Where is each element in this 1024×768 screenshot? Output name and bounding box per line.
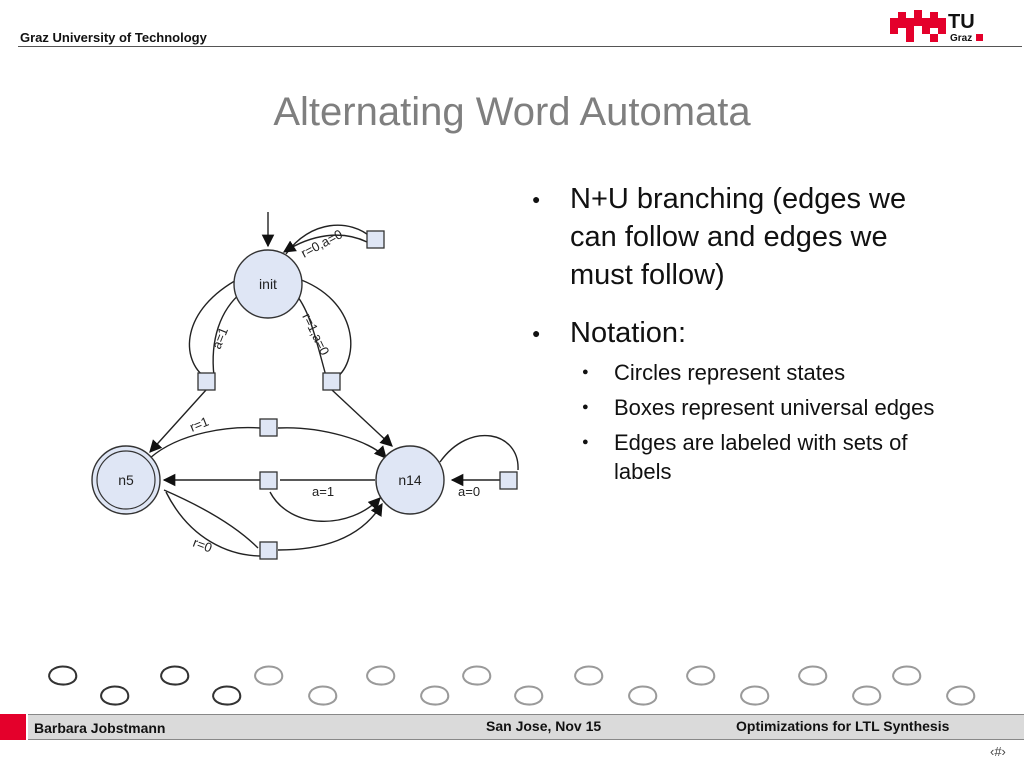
- subbullet-edges: ● Edges are labeled with sets of labels: [582, 428, 944, 486]
- box-init-self: [366, 230, 385, 249]
- footprint-icon: [628, 685, 658, 706]
- state-n14: [375, 445, 445, 515]
- subbullet-circles: ● Circles represent states: [582, 358, 944, 387]
- footprint-icon: [462, 665, 492, 686]
- subbullet-circles-text: Circles represent states: [614, 360, 846, 385]
- footprint-icon: [212, 685, 242, 706]
- footprint-icon: [160, 665, 190, 686]
- footprint-icon: [48, 665, 78, 686]
- label-init-self: r=0,a=0: [298, 226, 345, 260]
- box-n14-self: [499, 471, 518, 490]
- label-init-to-n14: r=1,a=0: [299, 311, 332, 358]
- state-n5-label: n5: [118, 472, 134, 488]
- header-divider: [18, 46, 1022, 47]
- footer-place-date: San Jose, Nov 15: [486, 718, 602, 734]
- subbullet-boxes: ● Boxes represent universal edges: [582, 393, 944, 422]
- bullet-list: ● N+U branching (edges we can follow and…: [532, 180, 952, 492]
- edge-n5-to-n14: [149, 426, 261, 459]
- logo-graz-text: Graz: [950, 33, 972, 44]
- bullet-notation-text: Notation:: [570, 317, 687, 349]
- footprint-icon: [514, 685, 544, 706]
- label-n5-bottom: r=0: [191, 535, 214, 556]
- footprint-icon: [254, 665, 284, 686]
- slide-title: Alternating Word Automata: [273, 90, 751, 134]
- footer-talk-title: Optimizations for LTL Synthesis: [736, 718, 950, 734]
- footprint-icon: [852, 685, 882, 706]
- edge-init-to-n14: [295, 277, 352, 379]
- tu-graz-logo: TU Graz: [890, 10, 983, 44]
- institution-name: Graz University of Technology: [20, 30, 207, 45]
- bullet-dot-icon: ●: [532, 191, 541, 207]
- state-n5: [91, 445, 161, 515]
- label-init-to-n5: a=1: [209, 325, 231, 351]
- edge-n5-bottom: [163, 489, 259, 549]
- automaton-diagram: init n5 n14 r=0,a=0 a=1 r=1,a=0 r=1 a=1 …: [91, 212, 519, 560]
- footer-accent: [0, 714, 26, 740]
- edge-n14-self: [439, 434, 519, 471]
- footprints-decoration: [48, 665, 976, 706]
- footprint-icon: [420, 685, 450, 706]
- footprint-icon: [308, 685, 338, 706]
- state-init: [233, 249, 303, 319]
- footprint-icon: [892, 665, 922, 686]
- footprint-icon: [686, 665, 716, 686]
- subbullet-dot-icon: ●: [582, 401, 589, 413]
- box-right: [322, 372, 341, 391]
- footprint-icon: [574, 665, 604, 686]
- state-n14-label: n14: [398, 472, 422, 488]
- footer-bar: [28, 714, 1024, 740]
- label-n14-self: a=0: [458, 484, 480, 499]
- subbullet-edges-text: Edges are labeled with sets of labels: [614, 430, 908, 484]
- footprint-icon: [366, 665, 396, 686]
- footer-author: Barbara Jobstmann: [34, 720, 166, 736]
- footprint-icon: [946, 685, 976, 706]
- box-left: [197, 372, 216, 391]
- box-top-middle: [259, 418, 278, 437]
- bullet-branching-text: N+U branching (edges we can follow and e…: [570, 183, 907, 291]
- page-number: ‹#›: [990, 744, 1006, 759]
- edge-init-to-n5: [188, 277, 241, 379]
- subbullet-dot-icon: ●: [582, 436, 589, 448]
- logo-tu-text: TU: [948, 11, 975, 33]
- state-init-label: init: [259, 276, 277, 292]
- subbullet-boxes-text: Boxes represent universal edges: [614, 395, 935, 420]
- footprint-icon: [798, 665, 828, 686]
- footprint-icon: [740, 685, 770, 706]
- label-n5-to-n14: r=1: [188, 414, 211, 435]
- box-middle: [259, 471, 278, 490]
- box-bottom: [259, 541, 278, 560]
- subbullet-dot-icon: ●: [582, 366, 589, 378]
- footprint-icon: [100, 685, 130, 706]
- label-n14-to-n5: a=1: [312, 484, 334, 499]
- bullet-notation: ● Notation:: [532, 314, 952, 352]
- bullet-dot-icon: ●: [532, 325, 541, 341]
- bullet-branching: ● N+U branching (edges we can follow and…: [532, 180, 952, 294]
